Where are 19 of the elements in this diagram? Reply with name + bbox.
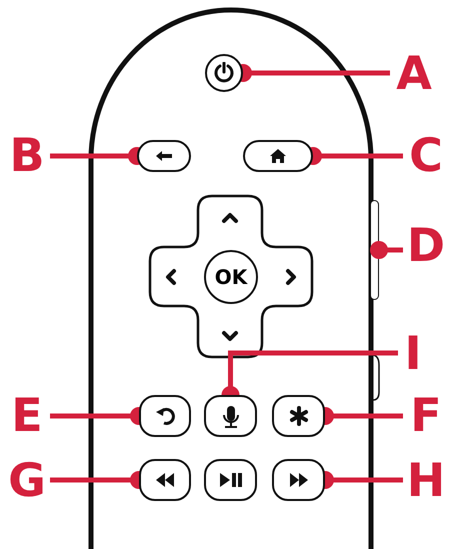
power-button [205, 54, 243, 92]
callout-letter: D [403, 220, 449, 270]
leader-line [370, 241, 403, 259]
remote-button [243, 140, 313, 172]
remote-button [272, 395, 325, 437]
remote-button [204, 395, 257, 437]
remote-button [139, 395, 191, 437]
remote-button [204, 459, 257, 501]
callout-letter: A [390, 48, 438, 98]
remote-button [272, 459, 325, 501]
callout-letter: F [403, 390, 449, 440]
callout-letter: B [4, 130, 50, 180]
callout-letter: C [403, 130, 449, 180]
callout-letter: G [4, 455, 50, 505]
callout-letter: I [398, 328, 428, 378]
remote-button [137, 140, 191, 172]
callout-letter: E [4, 390, 50, 440]
callout-letter: H [403, 455, 449, 505]
remote-button [139, 459, 191, 501]
